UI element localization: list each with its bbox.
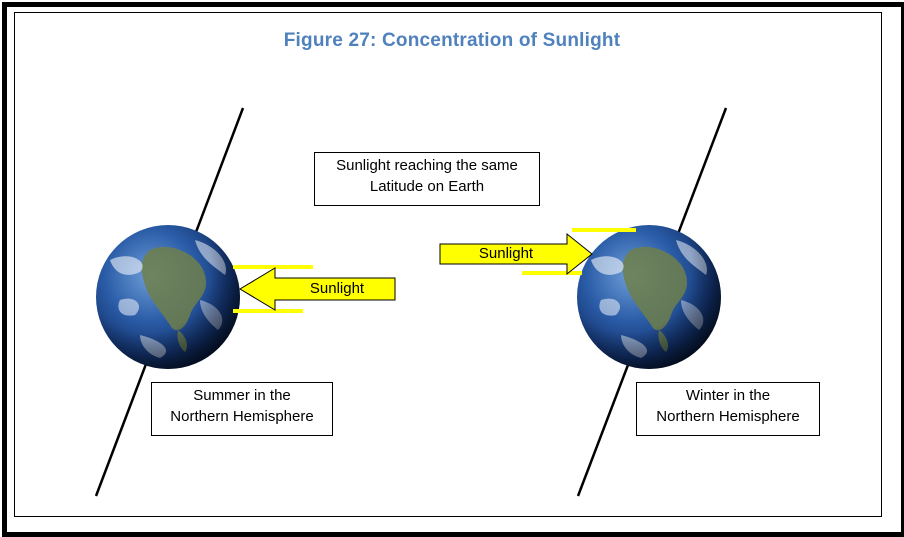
- figure-title: Figure 27: Concentration of Sunlight: [283, 30, 621, 51]
- summer-caption-box: Summer in the Northern Hemisphere: [151, 382, 333, 436]
- left-arrow-label: Sunlight: [309, 280, 365, 297]
- winter-caption-box: Winter in the Northern Hemisphere: [636, 382, 820, 436]
- center-caption-line2: Latitude on Earth: [369, 178, 485, 195]
- center-caption-box: Sunlight reaching the same Latitude on E…: [314, 152, 540, 206]
- left-sunlight-arrow: [239, 267, 396, 311]
- left-earth-globe: [96, 225, 240, 369]
- summer-caption-line1: Summer in the: [193, 387, 291, 404]
- winter-caption-line2: Northern Hemisphere: [656, 408, 800, 425]
- right-earth-globe: [577, 225, 721, 369]
- center-caption-line1: Sunlight reaching the same: [336, 157, 518, 174]
- right-arrow-label: Sunlight: [478, 245, 534, 262]
- right-sunlight-arrow: [439, 232, 593, 276]
- winter-caption-line1: Winter in the: [685, 387, 771, 404]
- summer-caption-line2: Northern Hemisphere: [170, 408, 314, 425]
